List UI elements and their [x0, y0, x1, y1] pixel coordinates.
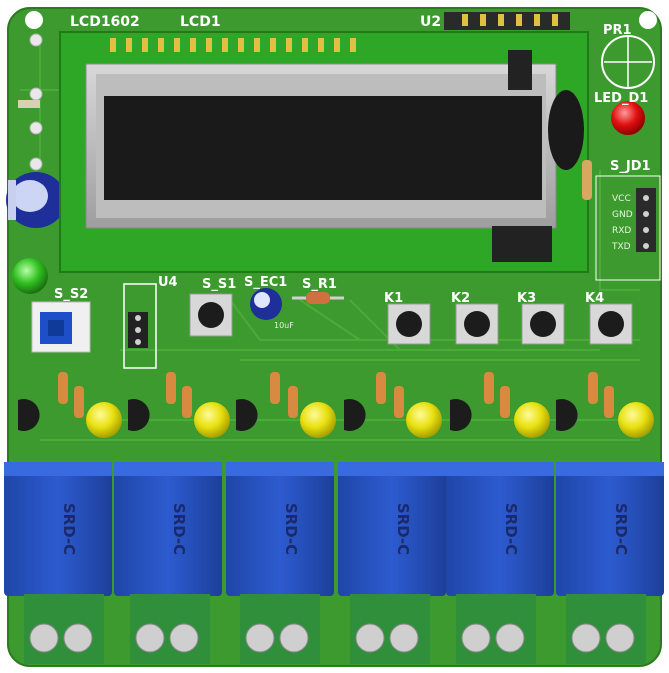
- driver-channel-1: [18, 372, 122, 438]
- key-k2[interactable]: [455, 303, 499, 345]
- mounting-hole: [25, 11, 43, 29]
- label-key-k2: K2: [451, 291, 470, 306]
- driver-channel-6: [556, 372, 654, 438]
- relay-3: [226, 462, 334, 596]
- label-power-switch: S_S2: [54, 287, 88, 302]
- terminal-5: [456, 594, 536, 664]
- header-pin-vcc: VCC: [612, 194, 631, 204]
- top-header-pins: [444, 12, 570, 30]
- relay-1: [4, 462, 112, 596]
- relay-label-1: SRD-C: [60, 503, 78, 555]
- capacitor-ec1: [250, 288, 282, 320]
- label-key-k4: K4: [585, 291, 604, 306]
- label-capacitor: S_EC1: [244, 275, 287, 290]
- label-lcd-ref: LCD1: [180, 14, 221, 30]
- u4-chip: [123, 283, 157, 369]
- terminal-3: [240, 594, 320, 664]
- header-pin-gnd: GND: [612, 210, 633, 220]
- terminal-row: [24, 594, 646, 664]
- key-k1[interactable]: [387, 303, 431, 345]
- label-led-indicator: LED_D1: [594, 91, 648, 106]
- label-cap-value: 10uF: [274, 321, 294, 330]
- terminal-4: [350, 594, 430, 664]
- resistor-r1: [292, 292, 344, 304]
- terminal-2: [130, 594, 210, 664]
- keys-row[interactable]: [387, 303, 633, 345]
- header-pin-txd: TXD: [611, 242, 631, 252]
- relay-4: [338, 462, 446, 596]
- label-download-header: S_JD1: [610, 159, 651, 174]
- relay-row: [4, 462, 664, 596]
- capacitor-large: [6, 172, 66, 228]
- terminal-1: [24, 594, 104, 664]
- key-k4[interactable]: [589, 303, 633, 345]
- label-resistor: S_R1: [302, 277, 337, 292]
- led-red: [611, 101, 645, 135]
- driver-channel-5: [450, 372, 550, 438]
- left-side-components: [18, 33, 43, 171]
- led-green: [12, 258, 48, 294]
- relay-5: [446, 462, 554, 596]
- relay-2: [114, 462, 222, 596]
- power-switch[interactable]: [31, 301, 91, 353]
- mounting-hole: [639, 11, 657, 29]
- key-k3[interactable]: [521, 303, 565, 345]
- download-header: [595, 175, 661, 281]
- terminal-6: [566, 594, 646, 664]
- relay-label-2: SRD-C: [170, 503, 188, 555]
- header-pin-rxd: RXD: [612, 226, 631, 236]
- label-key-k1: K1: [384, 291, 403, 306]
- driver-channel-4: [344, 372, 442, 438]
- switch-s1[interactable]: [189, 293, 233, 337]
- relay-label-4: SRD-C: [394, 503, 412, 555]
- driver-row: [18, 372, 654, 438]
- driver-channel-3: [236, 372, 336, 438]
- label-photoresistor: PR1: [603, 23, 632, 38]
- lcd-module: [59, 31, 589, 273]
- label-lcd-module: LCD1602: [70, 14, 140, 30]
- relay-label-6: SRD-C: [612, 503, 630, 555]
- driver-channel-2: [128, 372, 230, 438]
- relay-label-5: SRD-C: [502, 503, 520, 555]
- label-switch-main: S_S1: [202, 277, 236, 292]
- label-chip: U4: [158, 275, 178, 290]
- label-regulator: U2: [420, 14, 441, 30]
- label-key-k3: K3: [517, 291, 536, 306]
- relay-label-3: SRD-C: [282, 503, 300, 555]
- relay-6: [556, 462, 664, 596]
- photoresistor: [601, 35, 655, 89]
- lcd-screen: [104, 96, 542, 200]
